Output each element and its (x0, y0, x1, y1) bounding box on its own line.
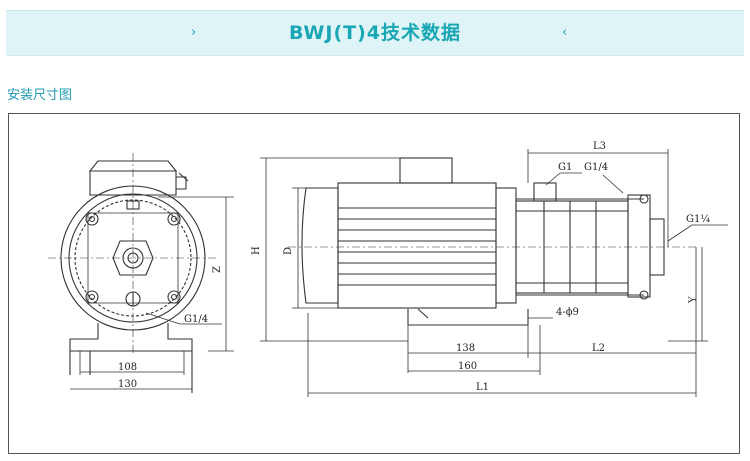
title-banner: › BWJ(T)4技术数据 ‹ (6, 10, 744, 56)
bolt-icon (167, 290, 181, 304)
chevron-left-icon: ‹ (562, 25, 568, 40)
section-label: 安装尺寸图 (7, 88, 73, 103)
dim-108-label: 108 (118, 362, 137, 373)
dim-138-label: 138 (456, 343, 475, 354)
dim-130-label: 130 (118, 379, 137, 390)
dim-h-label: H (251, 246, 262, 255)
installation-drawing: Z G1/4 108 130 (8, 113, 740, 454)
side-view (301, 157, 665, 326)
page-title: BWJ(T)4技术数据 (288, 22, 462, 44)
side-terminal-box (399, 157, 453, 184)
g1-1-4-label: G1¼ (686, 214, 710, 225)
base-foot (69, 323, 193, 352)
dim-d-label: D (283, 247, 294, 255)
dim-z-label: Z (212, 266, 223, 273)
bolt-icon (85, 212, 99, 226)
chevron-right-icon: › (191, 25, 197, 40)
dim-160-label: 160 (458, 361, 477, 372)
holes-label: 4-ϕ9 (556, 307, 579, 318)
dim-l2-label: L2 (592, 343, 605, 354)
bolt-icon (167, 212, 181, 226)
side-g14-label: G1/4 (584, 162, 608, 173)
bolt-icon (85, 290, 99, 304)
dim-l3-label: L3 (593, 141, 606, 152)
front-g14-label: G1/4 (184, 314, 208, 325)
side-base (407, 309, 529, 326)
dim-y-label: Y (688, 296, 699, 304)
motor-body (337, 182, 497, 309)
g1-label: G1 (558, 162, 572, 173)
drawing-border (8, 113, 740, 454)
fan-cover (301, 187, 339, 304)
dim-l1-label: L1 (476, 382, 489, 393)
